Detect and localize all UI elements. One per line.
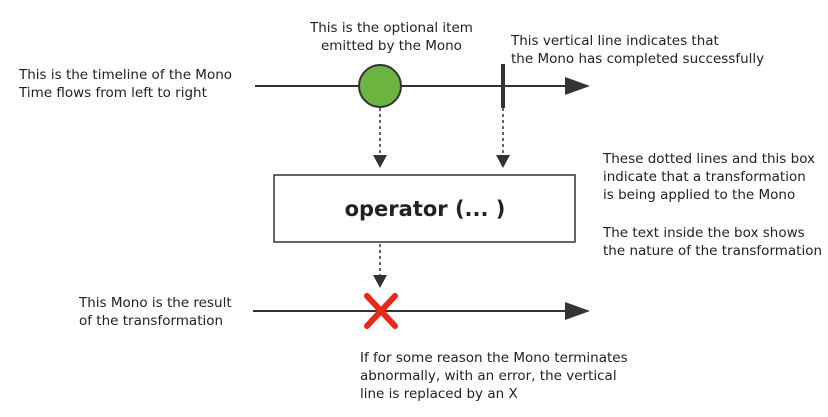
result-note: This Mono is the result of the transform…	[79, 294, 232, 330]
completion-dotted-arrowhead	[496, 155, 510, 168]
transformation-note-line-1: These dotted lines and this box	[603, 151, 816, 167]
error-note-line-2: abnormally, with an error, the vertical	[360, 368, 617, 384]
emitted-item-marble	[358, 64, 402, 108]
timeline-note-line-2: Time flows from left to right	[19, 85, 207, 101]
source-timeline-arrowhead	[565, 77, 590, 95]
box-text-note-line-2: the nature of the transformation	[603, 243, 823, 259]
completion-note-line-2: the Mono has completed successfully	[511, 51, 765, 67]
item-dotted-arrowhead	[373, 155, 387, 168]
box-text-note-line-1: The text inside the box shows	[603, 225, 805, 241]
error-note-line-3: line is replaced by an X	[360, 386, 518, 402]
operator-box	[273, 174, 576, 243]
error-x-icon	[364, 293, 398, 329]
result-note-line-1: This Mono is the result	[79, 295, 232, 311]
box-text-note: The text inside the box shows the nature…	[603, 224, 822, 260]
timeline-note-line-1: This is the timeline of the Mono	[19, 67, 233, 83]
operator-label: operator (... )	[345, 197, 506, 221]
output-dotted-arrowhead	[373, 275, 387, 288]
transformation-note: These dotted lines and this box indicate…	[603, 150, 815, 204]
item-note: This is the optional item emitted by the…	[310, 19, 473, 55]
transformation-note-line-3: is being applied to the Mono	[603, 187, 796, 203]
item-note-line-2: emitted by the Mono	[320, 38, 462, 54]
result-note-line-2: of the transformation	[79, 313, 224, 329]
completion-note: This vertical line indicates that the Mo…	[511, 32, 764, 68]
completion-note-line-1: This vertical line indicates that	[511, 33, 719, 49]
result-timeline-arrowhead	[565, 302, 590, 320]
item-note-line-1: This is the optional item	[310, 20, 473, 36]
error-note: If for some reason the Mono terminates a…	[360, 349, 628, 403]
transformation-note-line-2: indicate that a transformation	[603, 169, 806, 185]
error-note-line-1: If for some reason the Mono terminates	[360, 350, 628, 366]
timeline-note: This is the timeline of the Mono Time fl…	[19, 66, 232, 102]
